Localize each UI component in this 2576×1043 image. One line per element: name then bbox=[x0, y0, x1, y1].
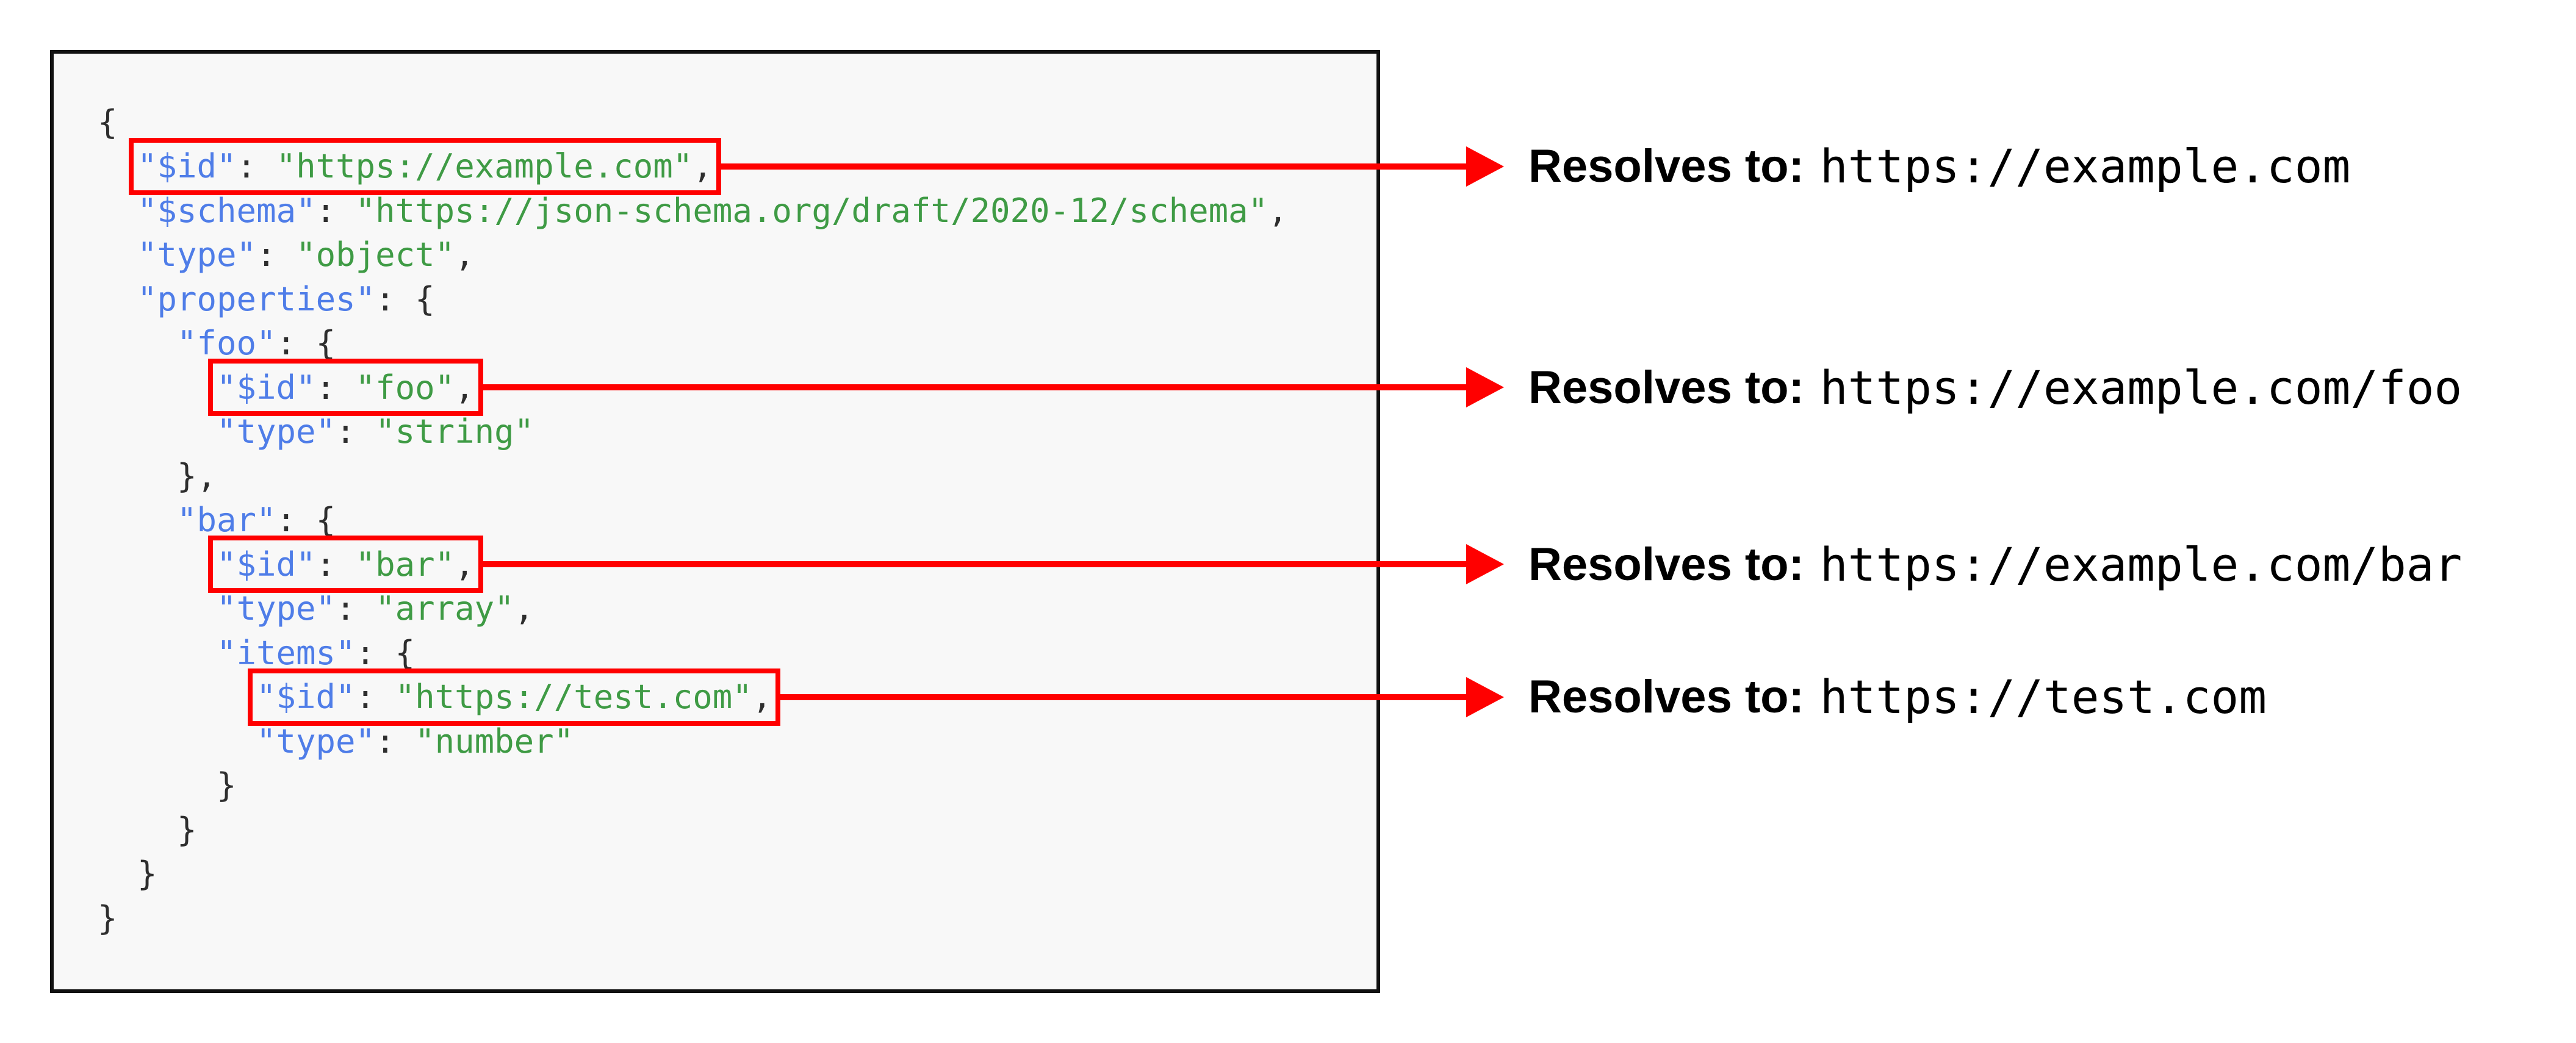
resolves-label: Resolves to: bbox=[1528, 140, 1804, 192]
code-token: "https://test.com" bbox=[395, 678, 752, 716]
resolves-label: Resolves to: bbox=[1528, 361, 1804, 414]
code-token: "https://json-schema.org/draft/2020-12/s… bbox=[355, 191, 1268, 230]
arrow-head-icon bbox=[1466, 544, 1504, 584]
code-token: , bbox=[752, 678, 772, 716]
code-token: "$id" bbox=[256, 678, 356, 716]
code-token: : bbox=[375, 722, 416, 761]
code-token: } bbox=[98, 898, 118, 937]
code-line: "$id": "https://example.com", bbox=[137, 144, 713, 188]
code-box bbox=[50, 50, 1380, 993]
arrow-head-icon bbox=[1466, 367, 1504, 407]
code-line: "type": "number" bbox=[256, 719, 574, 764]
code-token: "foo" bbox=[355, 368, 455, 407]
code-token: "$id" bbox=[137, 147, 237, 185]
resolved-url: https://test.com bbox=[1819, 670, 2267, 724]
code-line: "type": "array", bbox=[217, 586, 534, 631]
code-token: : bbox=[336, 589, 376, 628]
code-token: } bbox=[217, 766, 237, 805]
code-token: "string" bbox=[375, 412, 534, 451]
resolve-arrow-line bbox=[479, 561, 1470, 567]
resolved-url: https://example.com/bar bbox=[1819, 537, 2463, 592]
id-highlight-box bbox=[208, 536, 483, 593]
code-line: "type": "object", bbox=[137, 232, 475, 277]
resolves-label: Resolves to: bbox=[1528, 671, 1804, 723]
code-token: "number" bbox=[415, 722, 574, 761]
id-highlight-box bbox=[208, 359, 483, 416]
code-token: "$id" bbox=[217, 368, 316, 407]
code-token: : { bbox=[375, 279, 435, 318]
resolve-arrow-line bbox=[717, 163, 1470, 170]
code-token: { bbox=[98, 102, 118, 142]
id-highlight-box bbox=[248, 668, 780, 726]
code-token: , bbox=[455, 368, 475, 407]
annotation-row: Resolves to: https://example.com/foo bbox=[1528, 354, 2462, 421]
code-token: : { bbox=[276, 501, 336, 539]
arrow-head-icon bbox=[1466, 676, 1504, 717]
code-token: : bbox=[256, 235, 297, 274]
code-line: "$id": "bar", bbox=[217, 542, 475, 587]
code-token: "$id" bbox=[217, 545, 316, 584]
annotation-row: Resolves to: https://example.com bbox=[1528, 133, 2350, 200]
code-line: }, bbox=[177, 454, 217, 498]
resolve-arrow-line bbox=[777, 694, 1470, 700]
code-token: "bar" bbox=[177, 501, 276, 539]
code-token: : bbox=[236, 147, 276, 185]
code-token: "type" bbox=[256, 722, 376, 761]
code-token: }, bbox=[177, 456, 217, 495]
code-token: "type" bbox=[217, 589, 336, 628]
code-token: "object" bbox=[296, 235, 455, 274]
code-token: : { bbox=[276, 324, 336, 362]
code-line: "type": "string" bbox=[217, 409, 534, 454]
code-token: , bbox=[455, 235, 475, 274]
code-token: "array" bbox=[375, 589, 514, 628]
code-token: "foo" bbox=[177, 324, 276, 362]
code-token: "properties" bbox=[137, 279, 376, 318]
code-token: : bbox=[315, 191, 356, 230]
id-highlight-box bbox=[129, 137, 721, 195]
code-token: } bbox=[177, 810, 197, 849]
code-line: "$id": "https://test.com", bbox=[256, 675, 772, 719]
code-token: : { bbox=[355, 633, 416, 672]
code-line: } bbox=[217, 763, 237, 808]
code-token: : bbox=[355, 678, 395, 716]
code-token: , bbox=[455, 545, 475, 584]
code-token: , bbox=[514, 589, 534, 628]
code-line: { bbox=[98, 100, 118, 145]
code-line: "properties": { bbox=[137, 277, 435, 321]
code-token: : bbox=[315, 368, 356, 407]
code-line: "bar": { bbox=[177, 498, 336, 542]
code-token: "items" bbox=[217, 633, 356, 672]
code-token: "bar" bbox=[355, 545, 455, 584]
code-token: : bbox=[315, 545, 356, 584]
resolved-url: https://example.com bbox=[1819, 139, 2351, 193]
code-token: , bbox=[1268, 191, 1288, 230]
code-token: "https://example.com" bbox=[276, 147, 693, 185]
code-token: , bbox=[693, 147, 713, 185]
resolves-label: Resolves to: bbox=[1528, 538, 1804, 590]
annotation-row: Resolves to: https://example.com/bar bbox=[1528, 531, 2462, 598]
code-token: : bbox=[336, 412, 376, 451]
resolve-arrow-line bbox=[479, 384, 1470, 390]
code-token: "$schema" bbox=[137, 191, 316, 230]
code-line: } bbox=[98, 896, 118, 941]
code-token: } bbox=[137, 855, 157, 893]
code-line: "foo": { bbox=[177, 321, 336, 365]
resolved-url: https://example.com/foo bbox=[1819, 360, 2463, 415]
code-line: "$id": "foo", bbox=[217, 365, 475, 410]
code-line: "items": { bbox=[217, 631, 415, 675]
code-token: "type" bbox=[137, 235, 257, 274]
code-token: "type" bbox=[217, 412, 336, 451]
arrow-head-icon bbox=[1466, 146, 1504, 187]
code-line: } bbox=[137, 851, 157, 896]
code-line: } bbox=[177, 808, 197, 852]
code-line: "$schema": "https://json-schema.org/draf… bbox=[137, 188, 1288, 233]
annotation-row: Resolves to: https://test.com bbox=[1528, 664, 2267, 731]
